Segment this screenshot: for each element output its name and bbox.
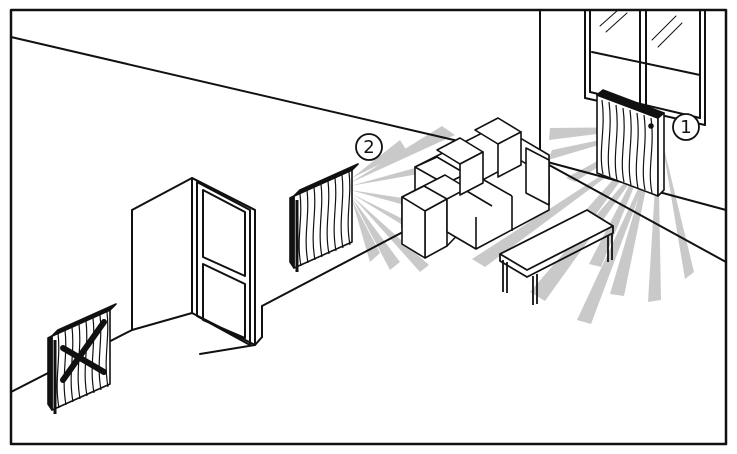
door-upper-panel: [202, 189, 246, 277]
sofa-back-cushion-face: [459, 151, 484, 196]
heat-ray: [352, 198, 400, 270]
sofa-arm-side: [401, 196, 426, 259]
door-wall-outline: [131, 177, 256, 355]
sofa: [401, 117, 550, 259]
callout-2-label: 2: [363, 137, 374, 158]
radiator-side: [47, 335, 53, 411]
heat-ray: [352, 140, 407, 178]
ceiling-line: [10, 36, 541, 161]
cross-out-icon: [60, 319, 107, 383]
seat-divider: [464, 189, 493, 207]
callout-circle: [355, 133, 383, 161]
floor-side-edge: [539, 159, 727, 263]
door-inner-frame: [196, 181, 251, 346]
radiator-top: [51, 303, 117, 337]
coffee-table: [499, 209, 614, 305]
frame-border: [9, 8, 728, 446]
radiator-top: [293, 163, 359, 197]
window-glare: [599, 9, 619, 27]
radiator-fins: [298, 171, 351, 267]
sofa-arm-right: [525, 147, 550, 206]
heat-ray: [352, 196, 429, 272]
window-glare: [657, 22, 683, 48]
door-floor-line: [131, 312, 193, 331]
callout-2: 2: [355, 133, 383, 161]
callout-1-label: 1: [680, 117, 691, 138]
cross-stroke: [60, 345, 107, 375]
window-transom: [591, 51, 701, 76]
radiator-knob: [648, 123, 654, 129]
window-glare: [605, 12, 628, 33]
table-top-edge: [499, 226, 614, 278]
window-glare: [651, 15, 677, 41]
radiator-fins: [600, 99, 653, 194]
heat-ray: [661, 136, 694, 279]
door-lower-panel: [202, 263, 246, 339]
heat-ray: [577, 148, 657, 324]
sofa-back-cushion-face: [497, 131, 522, 178]
seat-divider: [483, 179, 513, 197]
radiator-back-wall: [289, 163, 359, 272]
cross-stroke: [60, 319, 107, 383]
heat-ray: [352, 200, 380, 262]
heat-ray: [350, 126, 455, 183]
callout-1: 1: [672, 113, 700, 141]
wall-joint: [254, 336, 263, 346]
radiator-body: [293, 169, 353, 269]
radiator-side: [657, 112, 665, 197]
callout-circle: [672, 113, 700, 141]
radiator-side: [289, 195, 295, 269]
radiator-under-window: [596, 89, 665, 197]
door-face: [191, 177, 256, 346]
